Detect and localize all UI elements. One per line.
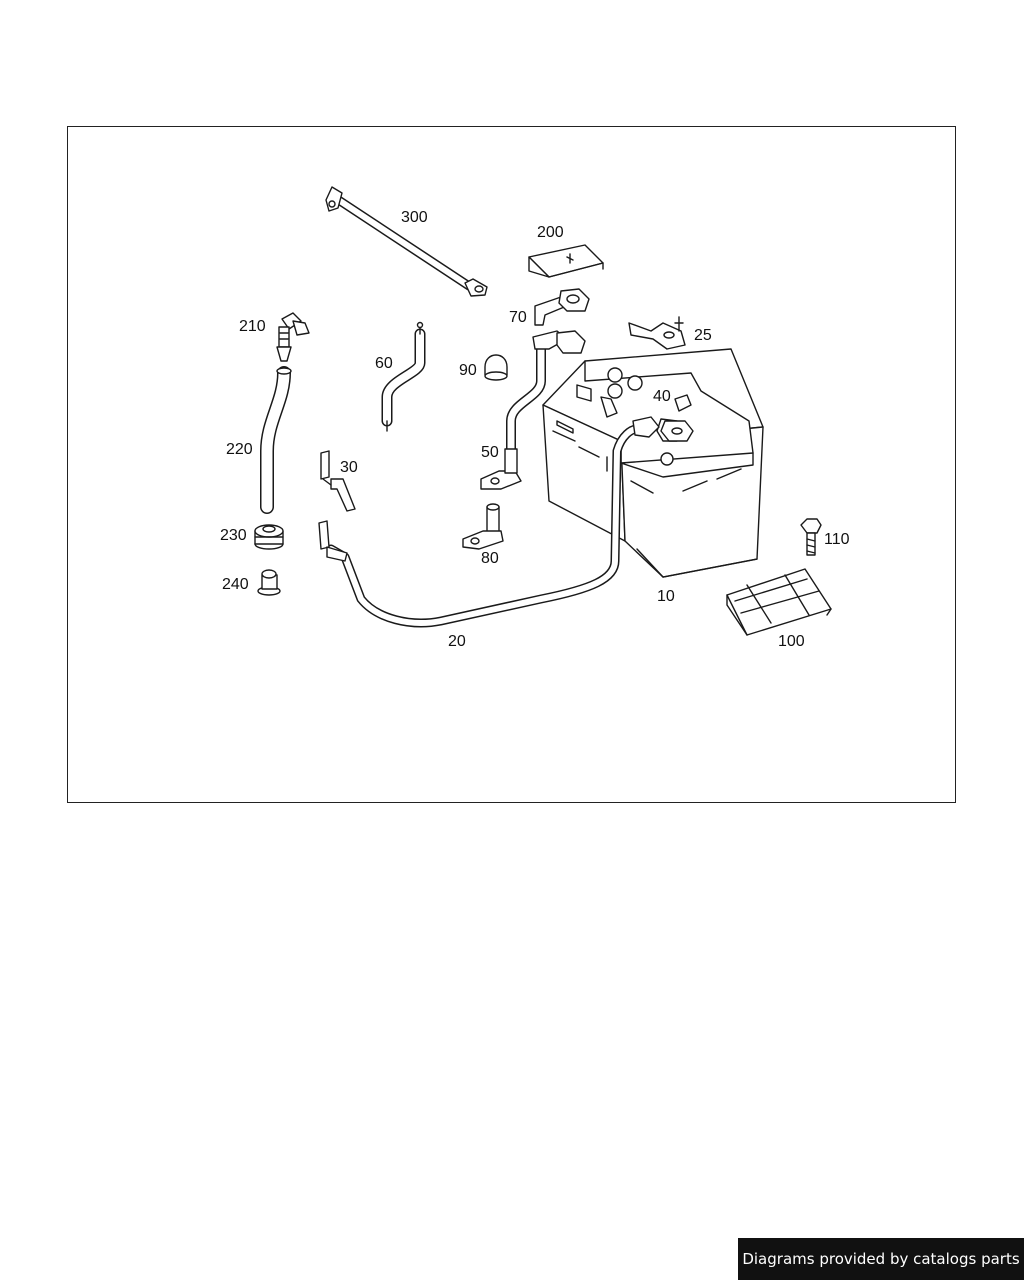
part-300-ground-strap[interactable] <box>325 186 488 297</box>
callout-70: 70 <box>509 309 527 326</box>
part-230-grommet[interactable] <box>254 524 284 550</box>
part-200-cover[interactable] <box>528 244 604 278</box>
callout-200: 200 <box>537 224 564 241</box>
callout-60: 60 <box>375 355 393 372</box>
part-210-vent-elbow[interactable] <box>276 312 310 362</box>
part-110-bolt[interactable] <box>800 518 822 556</box>
part-30-bracket[interactable] <box>320 450 356 512</box>
callout-210: 210 <box>239 318 266 335</box>
part-240-plug[interactable] <box>257 569 281 596</box>
part-90-terminal-cap[interactable] <box>484 354 508 381</box>
callout-30: 30 <box>340 459 358 476</box>
callout-100: 100 <box>778 633 805 650</box>
credit-text: Diagrams provided by catalogs parts <box>742 1250 1020 1268</box>
callout-80: 80 <box>481 550 499 567</box>
callout-110: 110 <box>824 531 850 548</box>
part-20-battery-cable[interactable] <box>318 416 660 628</box>
credit-banner: Diagrams provided by catalogs parts <box>738 1238 1024 1280</box>
parts-diagram: 300 200 210 70 25 60 90 40 220 50 30 230… <box>220 186 850 650</box>
part-60-cable[interactable] <box>381 321 426 432</box>
part-100-hold-down[interactable] <box>726 568 832 636</box>
part-220-vent-hose[interactable] <box>260 366 292 514</box>
callout-25: 25 <box>694 327 712 344</box>
callout-240: 240 <box>222 576 249 593</box>
diagram-frame: 300 200 210 70 25 60 90 40 220 50 30 230… <box>67 126 956 803</box>
callout-40: 40 <box>653 388 671 405</box>
part-40-terminal-clamp[interactable] <box>660 420 694 442</box>
callout-300: 300 <box>401 209 428 226</box>
callout-220: 220 <box>226 441 253 458</box>
part-80-cable-lug[interactable] <box>462 503 504 550</box>
part-25-terminal-clamp[interactable] <box>628 316 686 350</box>
callout-20: 20 <box>448 633 466 650</box>
callout-10: 10 <box>657 588 675 605</box>
callout-90: 90 <box>459 362 477 379</box>
callout-50: 50 <box>481 444 499 461</box>
callout-230: 230 <box>220 527 247 544</box>
part-50-battery-cable[interactable] <box>480 330 586 490</box>
part-10-battery[interactable] <box>542 348 764 578</box>
part-70-terminal-clamp[interactable] <box>534 288 590 326</box>
